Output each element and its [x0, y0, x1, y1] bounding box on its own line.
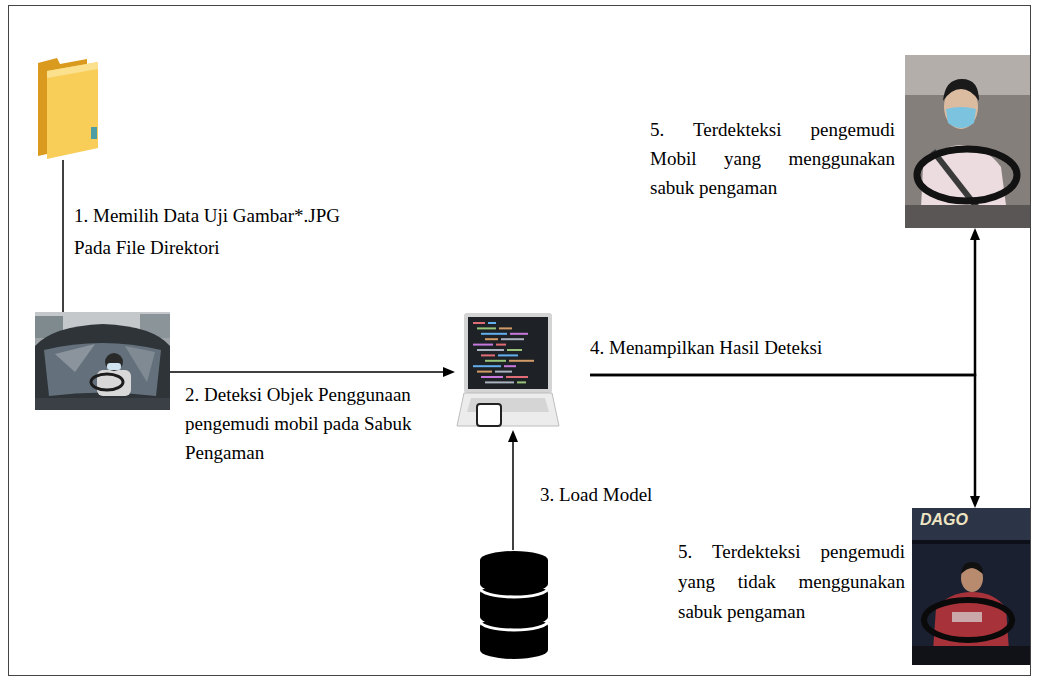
connector [63, 160, 64, 312]
edge-label: 2. Deteksi Objek Penggunaan pengemudi mo… [185, 380, 425, 467]
result-unbelted-art [912, 508, 1030, 665]
result-unbelted: 5. Terdekteksi pengemudi yang tidak meng… [678, 508, 1030, 665]
result-belted: 5. Terdekteksi pengemudi Mobil yang meng… [645, 55, 1030, 228]
node-caption: 5. Terdekteksi pengemudi yang tidak meng… [678, 537, 905, 627]
arrow-head [970, 228, 980, 240]
arrow-head [443, 367, 455, 377]
connector [590, 228, 980, 375]
input-photo-art [35, 312, 170, 410]
database-icon [478, 550, 550, 660]
laptop-icon [455, 312, 590, 430]
edge-label: 4. Menampilkan Hasil Deteksi [590, 336, 822, 360]
connector-line [590, 375, 975, 497]
input-photo [35, 312, 170, 410]
result-belted-art [905, 55, 1030, 228]
connector-line [170, 371, 444, 373]
database-icon-art [478, 550, 550, 660]
arrow-head [970, 496, 980, 508]
edge-label: 3. Load Model [540, 483, 652, 507]
laptop-icon-art [455, 312, 590, 430]
connector [508, 430, 518, 550]
arrow-head [508, 430, 518, 442]
photo-sign-text: DAGO [920, 510, 968, 530]
connector-line [512, 441, 514, 550]
folder-icon-art [35, 55, 100, 160]
folder-icon [35, 55, 100, 160]
edge-label: 1. Memilih Data Uji Gambar*.JPG Pada Fil… [74, 200, 359, 264]
node-caption: 5. Terdekteksi pengemudi Mobil yang meng… [650, 115, 895, 202]
connector [170, 367, 455, 377]
frame-rect [9, 6, 1031, 676]
connector-line [590, 239, 975, 375]
connector-line [62, 160, 64, 312]
